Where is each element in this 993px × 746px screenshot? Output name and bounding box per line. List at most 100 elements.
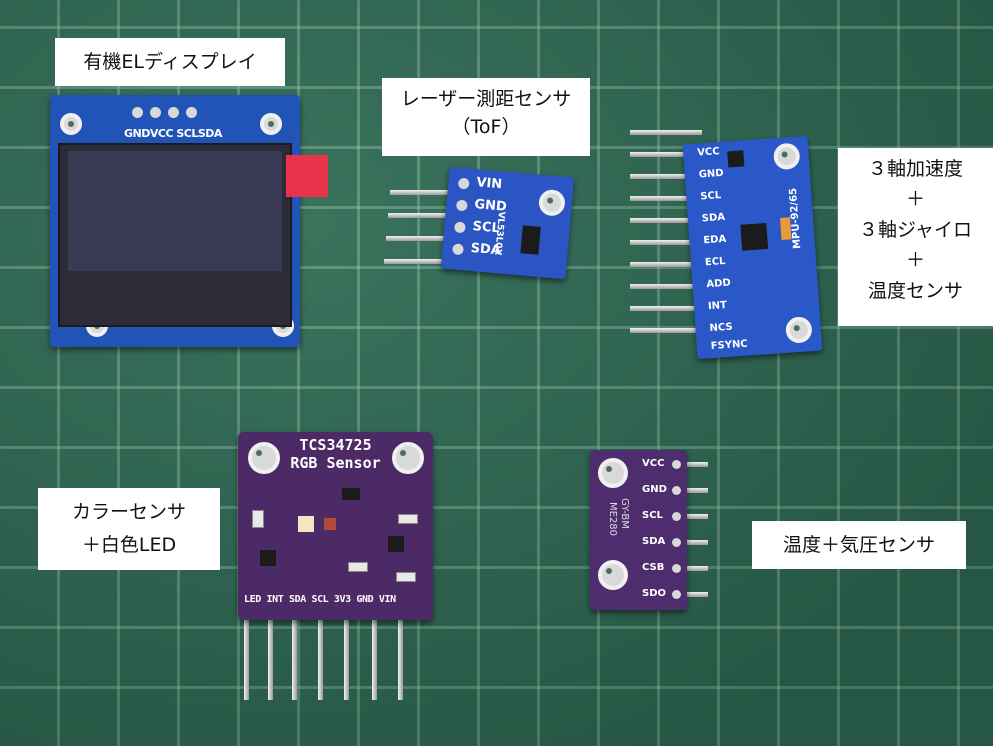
label-color-sensor: カラーセンサ ＋白色LED bbox=[38, 488, 220, 570]
pin-pad bbox=[457, 177, 470, 190]
header-pin bbox=[682, 488, 708, 493]
pin-pad bbox=[672, 538, 681, 547]
mpu-chip-label: MPU-92/65 bbox=[787, 187, 804, 250]
mpu-pin-label: NCS bbox=[709, 321, 733, 335]
regulator-chip bbox=[388, 536, 404, 552]
mpu-pin-label: INT bbox=[707, 299, 728, 313]
header-pin bbox=[630, 240, 702, 245]
pin-pad bbox=[168, 107, 179, 118]
label-oled-display: 有機ELディスプレイ bbox=[55, 38, 285, 86]
label-pressure-sensor: 温度＋気圧センサ bbox=[752, 521, 966, 569]
header-pin bbox=[344, 612, 349, 700]
header-pin bbox=[318, 612, 323, 700]
bme-pin-csb: CSB bbox=[642, 562, 665, 573]
label-tof-line1: レーザー測距センサ bbox=[400, 88, 572, 110]
mount-hole bbox=[784, 316, 813, 344]
header-pin bbox=[390, 190, 450, 195]
pin-pad bbox=[132, 107, 143, 118]
mpu-pin-label: SCL bbox=[699, 190, 722, 203]
smd-chip bbox=[342, 488, 360, 500]
header-pin bbox=[292, 612, 297, 700]
smd-resistor bbox=[348, 562, 368, 572]
header-pin bbox=[630, 306, 702, 311]
color-sensor-chip bbox=[324, 518, 336, 530]
tcs-subtitle: RGB Sensor bbox=[290, 454, 381, 472]
label-oled-text: 有機ELディスプレイ bbox=[83, 51, 257, 73]
header-pin bbox=[630, 174, 702, 179]
label-bme-text: 温度＋気圧センサ bbox=[782, 534, 935, 556]
header-pin bbox=[630, 196, 702, 201]
pin-pad bbox=[672, 486, 681, 495]
header-pin bbox=[682, 462, 708, 467]
smd-resistor bbox=[396, 572, 416, 582]
label-mpu-line2: ＋ bbox=[905, 188, 925, 211]
mount-hole bbox=[260, 113, 282, 135]
header-pin bbox=[682, 592, 708, 597]
mount-hole bbox=[598, 458, 628, 488]
mount-hole bbox=[772, 142, 801, 171]
mpu-pin-label: VCC bbox=[696, 146, 721, 159]
pin-pad bbox=[672, 590, 681, 599]
color-sensor-module: TCS34725 RGB Sensor LED INT SDA SCL 3V3 … bbox=[238, 432, 433, 620]
label-mpu-line3: ３軸ジャイロ bbox=[858, 218, 973, 241]
header-pin bbox=[682, 514, 708, 519]
mount-hole bbox=[537, 188, 567, 217]
header-pin bbox=[682, 566, 708, 571]
tcs-title: TCS34725 bbox=[299, 436, 372, 454]
label-tof-line2: （ToF） bbox=[451, 115, 521, 138]
header-pin bbox=[630, 284, 702, 289]
pressure-sensor-module: VCC GND SCL SDA CSB SDO GY-BM ME280 bbox=[590, 450, 687, 610]
header-pin bbox=[682, 540, 708, 545]
header-pin bbox=[630, 152, 702, 157]
header-pin bbox=[268, 612, 273, 700]
bme-chip-label-2: ME280 bbox=[607, 502, 618, 537]
mount-hole bbox=[598, 560, 628, 590]
header-pin bbox=[630, 328, 702, 333]
pin-pad bbox=[672, 512, 681, 521]
header-pin bbox=[384, 259, 444, 264]
label-tof-sensor: レーザー測距センサ （ToF） bbox=[382, 78, 590, 156]
mpu-pin-label: EDA bbox=[703, 233, 727, 247]
tcs-pin-labels: LED INT SDA SCL 3V3 GND VIN bbox=[244, 594, 396, 605]
pin-pad bbox=[186, 107, 197, 118]
header-pin bbox=[388, 213, 448, 218]
mpu-sensor-module: VCC GND SCL SDA EDA ECL ADD INT NCS FSYN… bbox=[682, 135, 823, 360]
protective-film-tab bbox=[286, 155, 328, 197]
pin-pad bbox=[672, 564, 681, 573]
label-mpu-line5: 温度センサ bbox=[867, 279, 963, 302]
mpu-pin-label: ADD bbox=[706, 277, 732, 291]
header-pin bbox=[386, 236, 446, 241]
mount-hole bbox=[60, 113, 82, 135]
oled-display-module: GNDVCC SCLSDA bbox=[50, 95, 328, 347]
label-color-line1: カラーセンサ bbox=[71, 501, 186, 523]
regulator-chip bbox=[727, 150, 745, 168]
label-mpu-sensor: ３軸加速度 ＋ ３軸ジャイロ ＋ 温度センサ bbox=[838, 148, 993, 326]
pin-pad bbox=[150, 107, 161, 118]
white-led bbox=[298, 516, 314, 532]
smd-resistor bbox=[398, 514, 418, 524]
mpu-pin-label: GND bbox=[698, 167, 725, 181]
header-pin bbox=[630, 262, 702, 267]
tof-pin-vin: VIN bbox=[475, 175, 503, 193]
label-mpu-line4: ＋ bbox=[905, 249, 925, 272]
bme-pin-gnd: GND bbox=[642, 484, 667, 495]
tof-sensor-module: VIN GND SCL SDA VL53L0X bbox=[440, 166, 575, 280]
tof-chip-label: VL53L0X bbox=[492, 210, 506, 256]
mount-hole bbox=[248, 442, 280, 474]
pin-pad bbox=[453, 221, 466, 234]
mount-hole bbox=[392, 442, 424, 474]
oled-screen bbox=[58, 143, 292, 327]
label-mpu-line1: ３軸加速度 bbox=[867, 158, 963, 180]
bme-pin-scl: SCL bbox=[642, 510, 663, 521]
mpu-chip bbox=[740, 222, 769, 251]
header-pin bbox=[630, 130, 702, 135]
oled-pin-labels: GNDVCC SCLSDA bbox=[124, 127, 222, 140]
mpu-pin-label: SDA bbox=[701, 211, 726, 225]
smd-resistor bbox=[252, 510, 264, 528]
bme-pin-vcc: VCC bbox=[642, 458, 665, 469]
bme-chip-label-1: GY-BM bbox=[619, 498, 630, 529]
header-pin bbox=[372, 612, 377, 700]
oled-glass bbox=[68, 151, 282, 271]
header-pin bbox=[244, 612, 249, 700]
pin-pad bbox=[672, 460, 681, 469]
